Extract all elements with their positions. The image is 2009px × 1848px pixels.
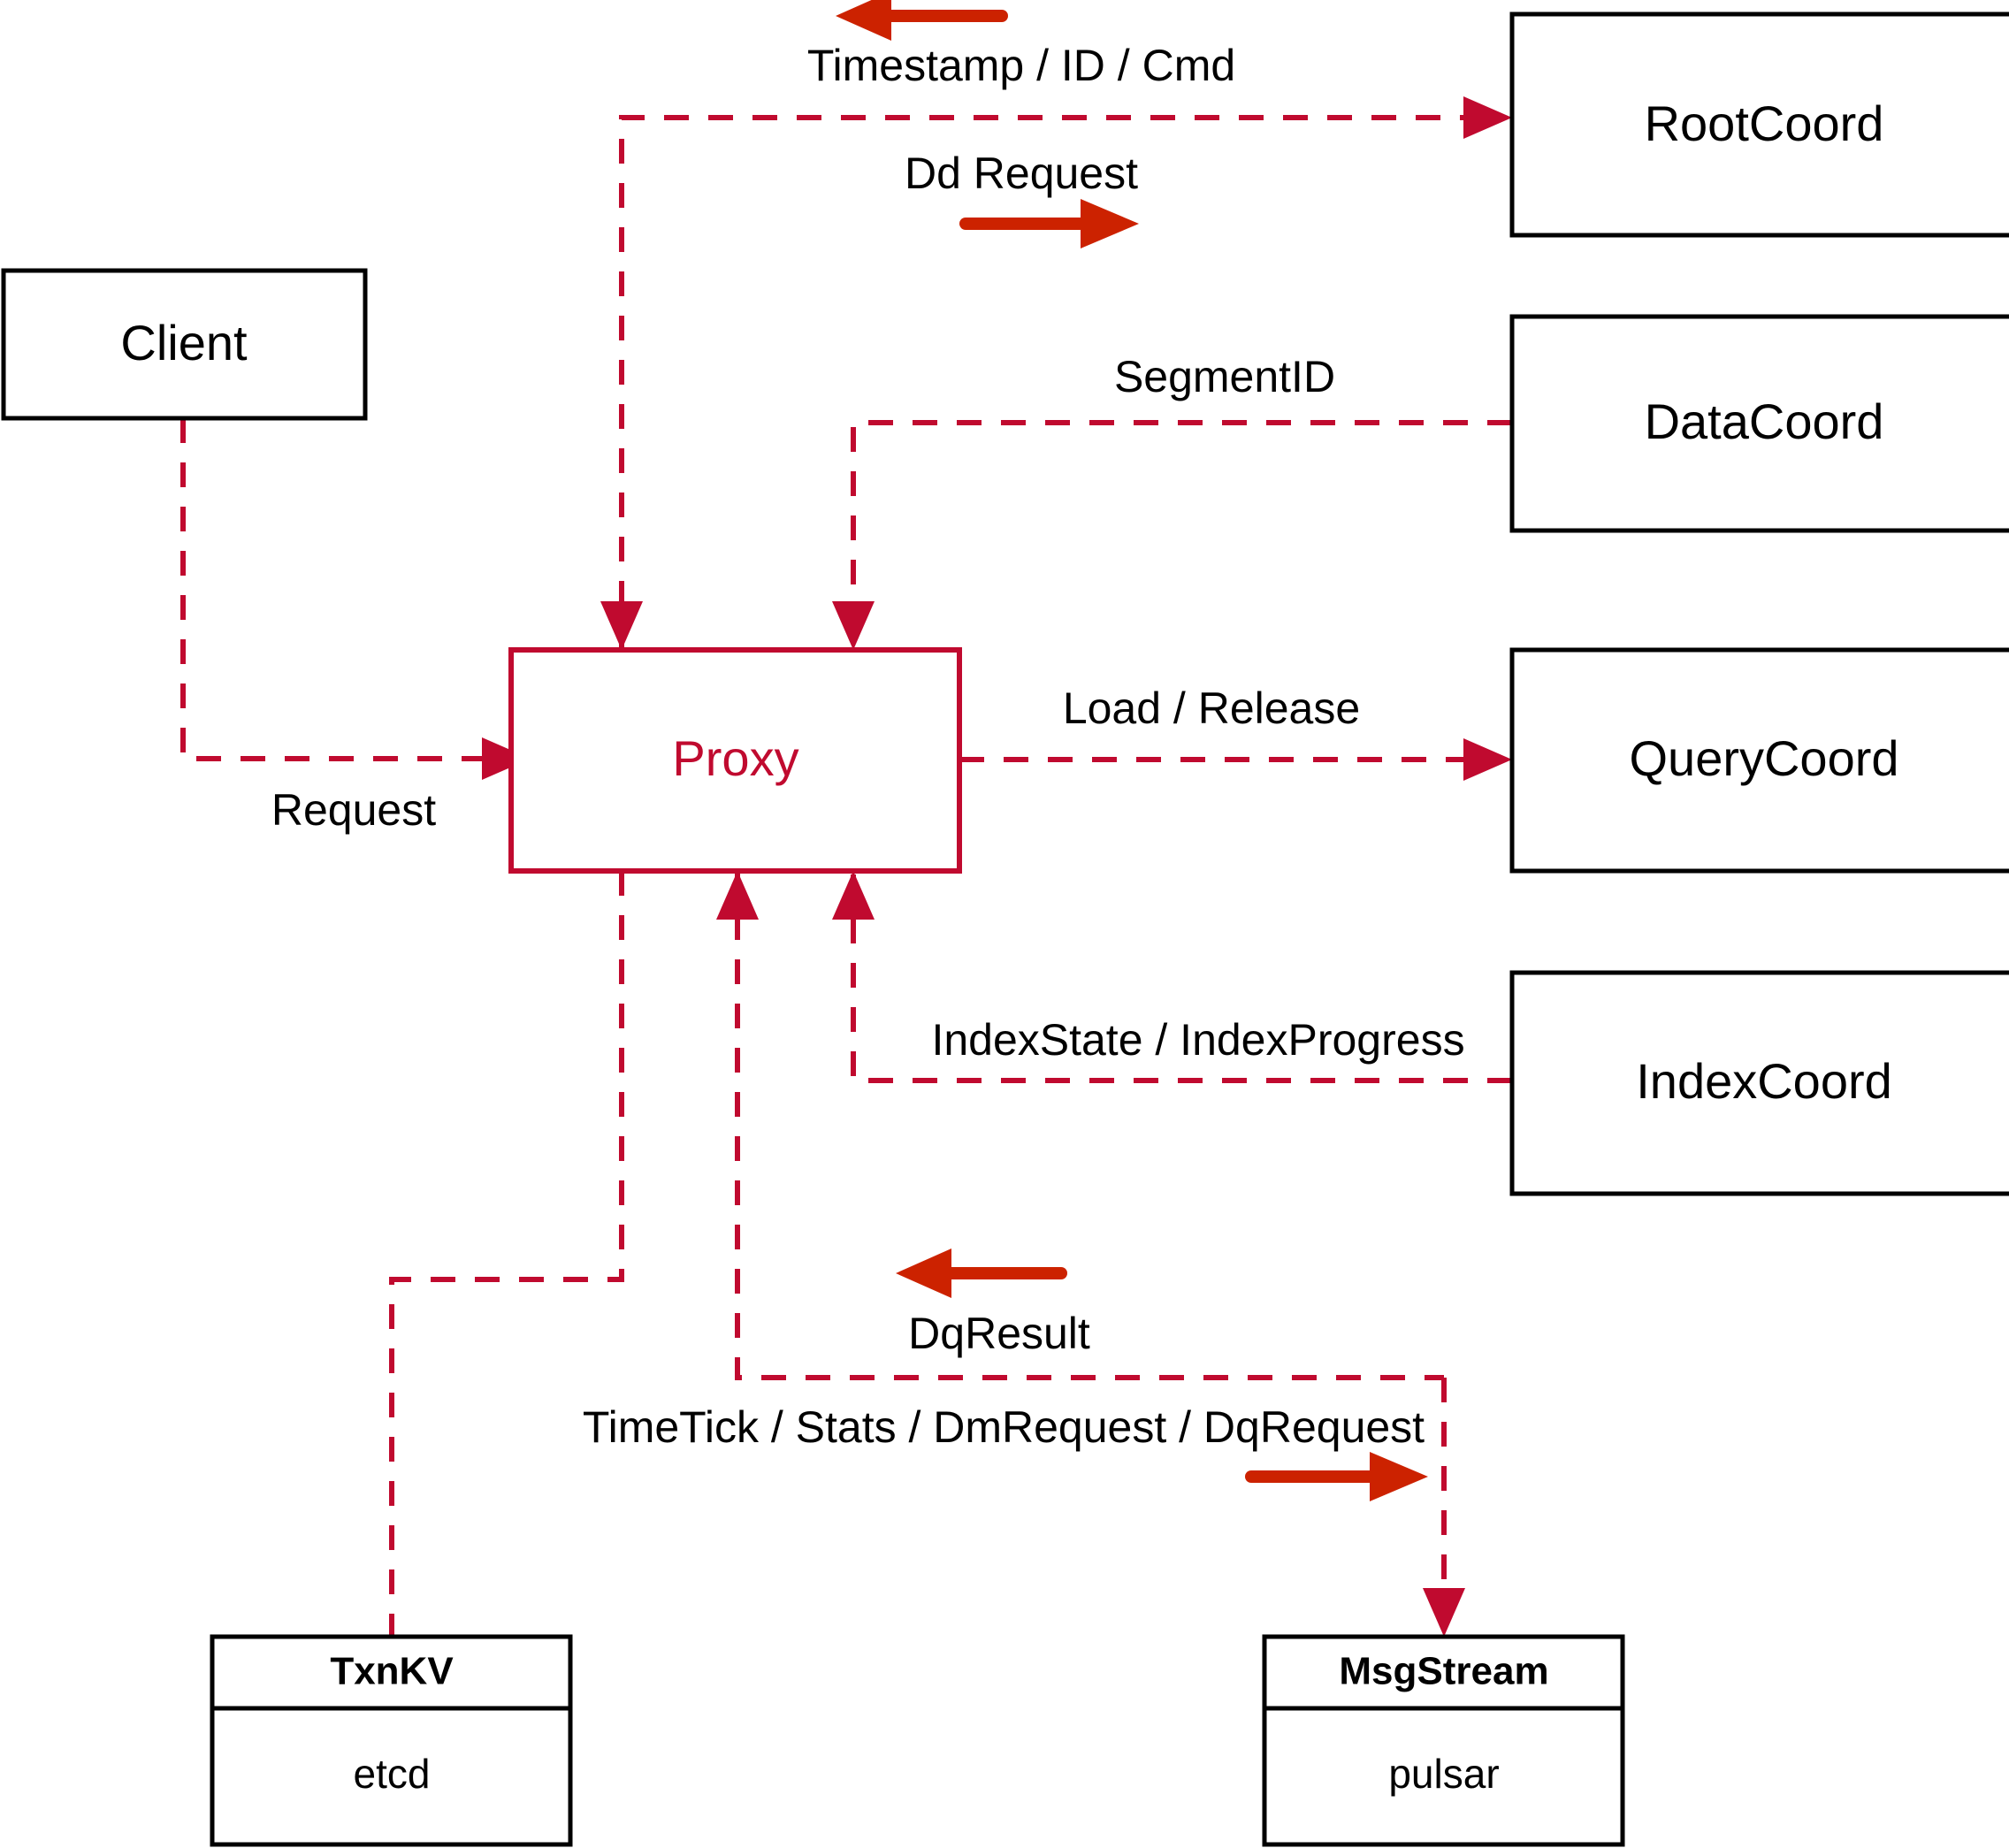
edge-msgstream-proxy-path xyxy=(735,871,1444,1380)
edge-indexcoord-proxy-path xyxy=(851,871,1512,1083)
edge-proxy-rootcoord-arrowhead xyxy=(1463,96,1512,139)
node-datacoord[interactable]: DataCoord xyxy=(1509,314,2009,533)
node-client[interactable]: Client xyxy=(1,268,368,421)
edge-label-timetick-stats: TimeTick / Stats / DmRequest / DqRequest xyxy=(583,1402,1425,1452)
node-querycoord[interactable]: QueryCoord xyxy=(1509,647,2009,874)
edge-datacoord-proxy-path xyxy=(851,420,1512,650)
edge-label-dq-result: DqResult xyxy=(908,1309,1090,1358)
edge-proxy-msgstream-arrowhead xyxy=(1423,1588,1465,1637)
msgstream-box[interactable] xyxy=(1262,1634,1625,1847)
msgstream-body-label: pulsar xyxy=(1388,1751,1499,1797)
timestamp-flow-arrow xyxy=(836,0,1008,41)
msgstream-header-label: MsgStream xyxy=(1339,1650,1548,1693)
dd-request-flow-arrow xyxy=(959,199,1139,248)
edge-proxy-to-querycoord xyxy=(959,738,1512,781)
indexcoord-box[interactable] xyxy=(1509,970,2009,1196)
edge-proxy-querycoord-arrowhead xyxy=(1463,738,1512,781)
edge-indexcoord-to-proxy xyxy=(832,871,1512,1083)
edge-client-proxy-arrowhead xyxy=(482,737,531,780)
edge-client-to-proxy xyxy=(180,418,531,780)
rootcoord-label: RootCoord xyxy=(1645,95,1884,151)
edge-proxy-rootcoord-path xyxy=(619,115,1463,650)
edge-proxy-to-msgstream xyxy=(1423,1378,1465,1637)
node-txnkv[interactable]: TxnKV etcd xyxy=(210,1634,573,1847)
edge-rootcoord-proxy-arrowhead xyxy=(600,601,643,650)
txnkv-box[interactable] xyxy=(210,1634,573,1847)
edge-label-load-release: Load / Release xyxy=(1063,683,1360,733)
edge-label-segment-id: SegmentID xyxy=(1114,352,1335,401)
proxy-label: Proxy xyxy=(672,730,798,786)
node-msgstream[interactable]: MsgStream pulsar xyxy=(1262,1634,1625,1847)
edge-indexcoord-proxy-arrowhead xyxy=(832,871,875,920)
edge-label-request: Request xyxy=(271,785,436,835)
node-rootcoord[interactable]: RootCoord xyxy=(1509,11,2009,238)
datacoord-label: DataCoord xyxy=(1645,393,1884,449)
node-proxy[interactable]: Proxy xyxy=(508,647,962,874)
querycoord-label: QueryCoord xyxy=(1629,730,1898,786)
client-label: Client xyxy=(120,315,248,370)
proxy-box[interactable] xyxy=(508,647,962,874)
node-indexcoord[interactable]: IndexCoord xyxy=(1509,970,2009,1196)
edge-label-timestamp-id-cmd: Timestamp / ID / Cmd xyxy=(807,41,1235,90)
edge-proxy-txnkv-path xyxy=(389,871,624,1637)
edge-proxy-to-rootcoord xyxy=(600,96,1512,650)
edge-proxy-to-txnkv xyxy=(389,871,624,1637)
datacoord-box[interactable] xyxy=(1509,314,2009,533)
client-box[interactable] xyxy=(1,268,368,421)
edge-msgstream-to-proxy xyxy=(716,871,1444,1380)
querycoord-box[interactable] xyxy=(1509,647,2009,874)
edge-client-proxy-path xyxy=(180,418,482,761)
rootcoord-box[interactable] xyxy=(1509,11,2009,238)
edge-datacoord-proxy-arrowhead xyxy=(832,601,875,650)
edge-msgstream-proxy-arrowhead xyxy=(716,871,759,920)
edge-label-index-state-progress: IndexState / IndexProgress xyxy=(931,1015,1464,1065)
dq-result-flow-arrow xyxy=(896,1249,1067,1298)
edge-label-dd-request: Dd Request xyxy=(905,149,1138,198)
txnkv-body-label: etcd xyxy=(354,1751,431,1797)
txnkv-header-label: TxnKV xyxy=(330,1650,454,1693)
indexcoord-label: IndexCoord xyxy=(1636,1053,1892,1109)
edge-datacoord-to-proxy xyxy=(832,420,1512,650)
timetick-flow-arrow xyxy=(1245,1452,1428,1501)
